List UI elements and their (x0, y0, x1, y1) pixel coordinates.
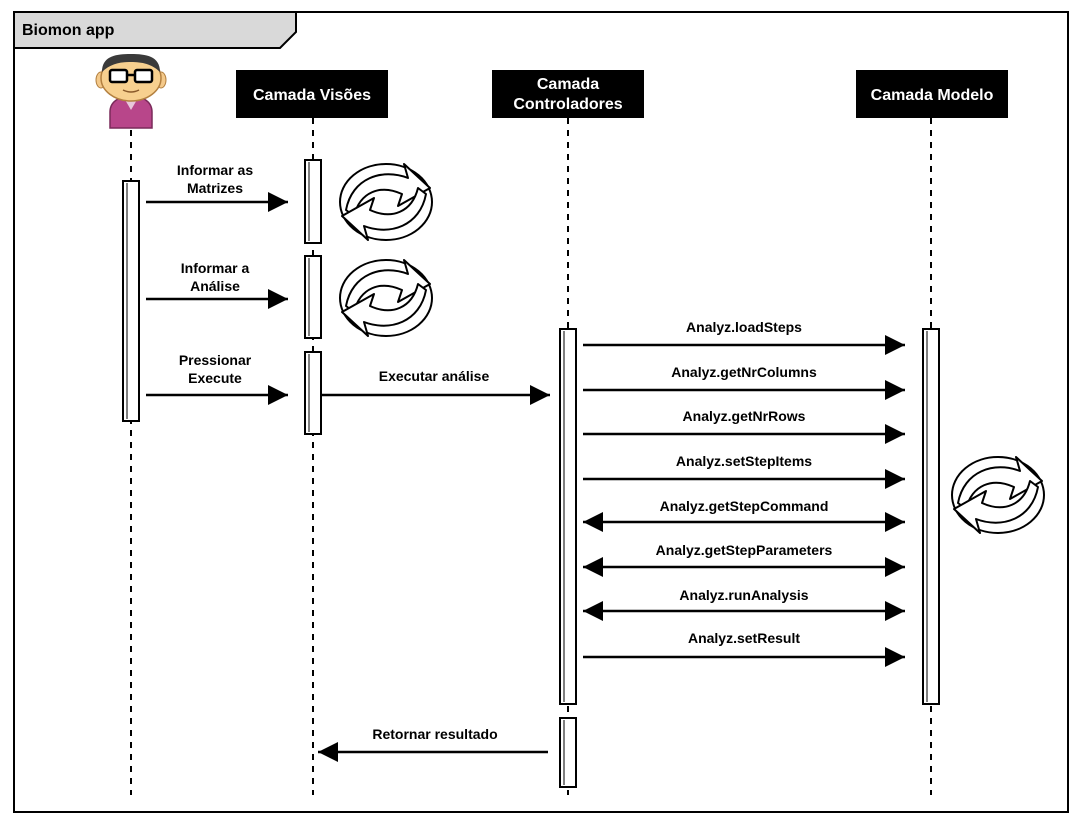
activation-actor (122, 180, 140, 422)
lifeline-header-controllers: Camada Controladores (492, 70, 644, 118)
message-label: Pressionar (179, 352, 252, 368)
message-label: Retornar resultado (372, 726, 497, 742)
frame-border (13, 11, 1069, 813)
activation-controllers-2 (559, 717, 577, 788)
message-label: Execute (188, 370, 242, 386)
activation-views-2 (304, 255, 322, 339)
message-label: Analyz.getNrColumns (671, 364, 817, 380)
message-label: Executar análise (379, 368, 490, 384)
message-label: Analyz.getStepCommand (660, 498, 829, 514)
activation-model (922, 328, 940, 705)
message-label: Analyz.runAnalysis (679, 587, 808, 603)
message-label: Analyz.loadSteps (686, 319, 802, 335)
message-label: Informar a (181, 260, 250, 276)
svg-text:Camada Visões: Camada Visões (253, 87, 371, 104)
activation-views-3 (304, 351, 322, 435)
lifeline-header-views: Camada Visões (236, 70, 388, 118)
frame-title-tab (13, 11, 297, 49)
lifeline-header-model: Camada Modelo (856, 70, 1008, 118)
activation-controllers-1 (559, 328, 577, 705)
message-label: Análise (190, 278, 240, 294)
message-label: Analyz.setResult (688, 630, 800, 646)
user-avatar-icon (95, 54, 167, 129)
svg-text:Controladores: Controladores (513, 96, 622, 113)
message-label: Analyz.getNrRows (683, 408, 806, 424)
activation-views-1 (304, 159, 322, 244)
message-label: Matrizes (187, 180, 243, 196)
message-label: Analyz.getStepParameters (656, 542, 833, 558)
svg-text:Camada Modelo: Camada Modelo (871, 87, 994, 104)
message-label: Informar as (177, 162, 253, 178)
message-label: Analyz.setStepItems (676, 453, 812, 469)
frame-title: Biomon app (22, 22, 115, 39)
svg-text:Camada: Camada (537, 76, 599, 93)
